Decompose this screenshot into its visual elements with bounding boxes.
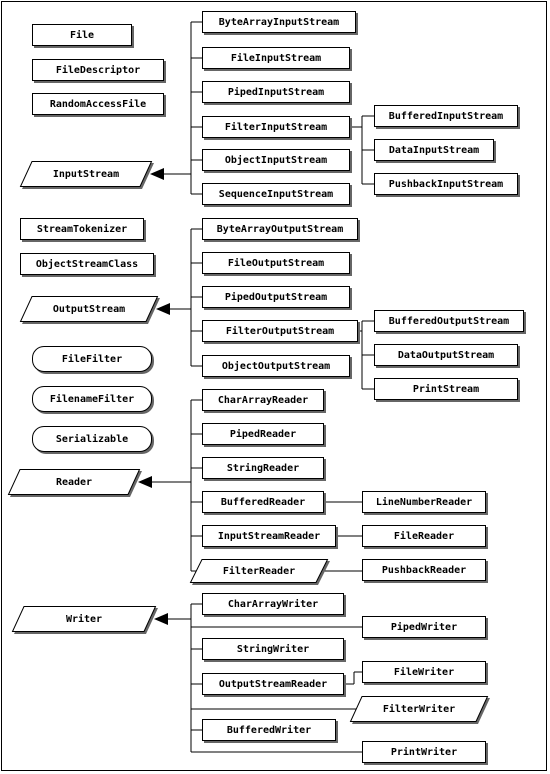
node-file-writer: FileWriter	[362, 661, 486, 683]
node-filter-writer: FilterWriter	[349, 696, 490, 724]
node-random-access-file: RandomAccessFile	[32, 93, 164, 115]
node-filter-input-stream: FilterInputStream	[202, 116, 350, 138]
node-buffered-reader: BufferedReader	[202, 491, 324, 513]
node-file-reader: FileReader	[362, 525, 486, 547]
node-data-input-stream: DataInputStream	[374, 139, 494, 161]
node-piped-writer: PipedWriter	[362, 616, 486, 638]
node-string-reader: StringReader	[202, 457, 324, 479]
node-input-stream: InputStream	[19, 161, 154, 189]
node-print-writer: PrintWriter	[362, 741, 486, 763]
node-pushback-reader: PushbackReader	[362, 559, 486, 581]
node-sequence-input-stream: SequenceInputStream	[202, 183, 350, 205]
node-print-stream: PrintStream	[374, 378, 518, 400]
node-filename-filter: FilenameFilter	[32, 386, 152, 412]
node-data-output-stream: DataOutputStream	[374, 344, 518, 366]
inheritance-arrowhead	[156, 303, 170, 315]
inheritance-arrowhead	[138, 476, 152, 488]
node-piped-input-stream: PipedInputStream	[202, 81, 350, 103]
node-input-stream-reader: InputStreamReader	[202, 525, 336, 547]
node-file-input-stream: FileInputStream	[202, 47, 350, 69]
node-output-stream-reader: OutputStreamReader	[202, 673, 344, 695]
node-file-filter: FileFilter	[32, 346, 152, 372]
node-buffered-output-stream: BufferedOutputStream	[374, 310, 524, 332]
node-object-output-stream: ObjectOutputStream	[202, 355, 350, 377]
node-file-output-stream: FileOutputStream	[202, 252, 350, 274]
node-file: File	[32, 24, 132, 46]
node-writer: Writer	[11, 606, 158, 634]
node-byte-array-output-stream: ByteArrayOutputStream	[202, 218, 358, 240]
node-buffered-input-stream: BufferedInputStream	[374, 105, 518, 127]
node-output-stream: OutputStream	[19, 296, 160, 324]
node-buffered-writer: BufferedWriter	[202, 719, 336, 741]
node-serializable: Serializable	[32, 426, 152, 452]
inheritance-arrowhead	[150, 168, 164, 180]
node-object-input-stream: ObjectInputStream	[202, 149, 350, 171]
node-filter-output-stream: FilterOutputStream	[202, 320, 358, 342]
inheritance-arrowhead	[154, 613, 168, 625]
node-line-number-reader: LineNumberReader	[362, 491, 486, 513]
node-piped-output-stream: PipedOutputStream	[202, 286, 350, 308]
node-char-array-writer: CharArrayWriter	[202, 593, 344, 615]
node-pushback-input-stream: PushbackInputStream	[374, 173, 518, 195]
node-object-stream-class: ObjectStreamClass	[20, 253, 154, 275]
node-filter-reader: FilterReader	[189, 559, 330, 585]
node-file-descriptor: FileDescriptor	[32, 59, 164, 81]
node-reader: Reader	[7, 469, 142, 497]
node-string-writer: StringWriter	[202, 638, 344, 660]
node-char-array-reader: CharArrayReader	[202, 389, 324, 411]
node-piped-reader: PipedReader	[202, 423, 324, 445]
node-byte-array-input-stream: ByteArrayInputStream	[202, 11, 356, 33]
node-stream-tokenizer: StreamTokenizer	[20, 218, 144, 240]
